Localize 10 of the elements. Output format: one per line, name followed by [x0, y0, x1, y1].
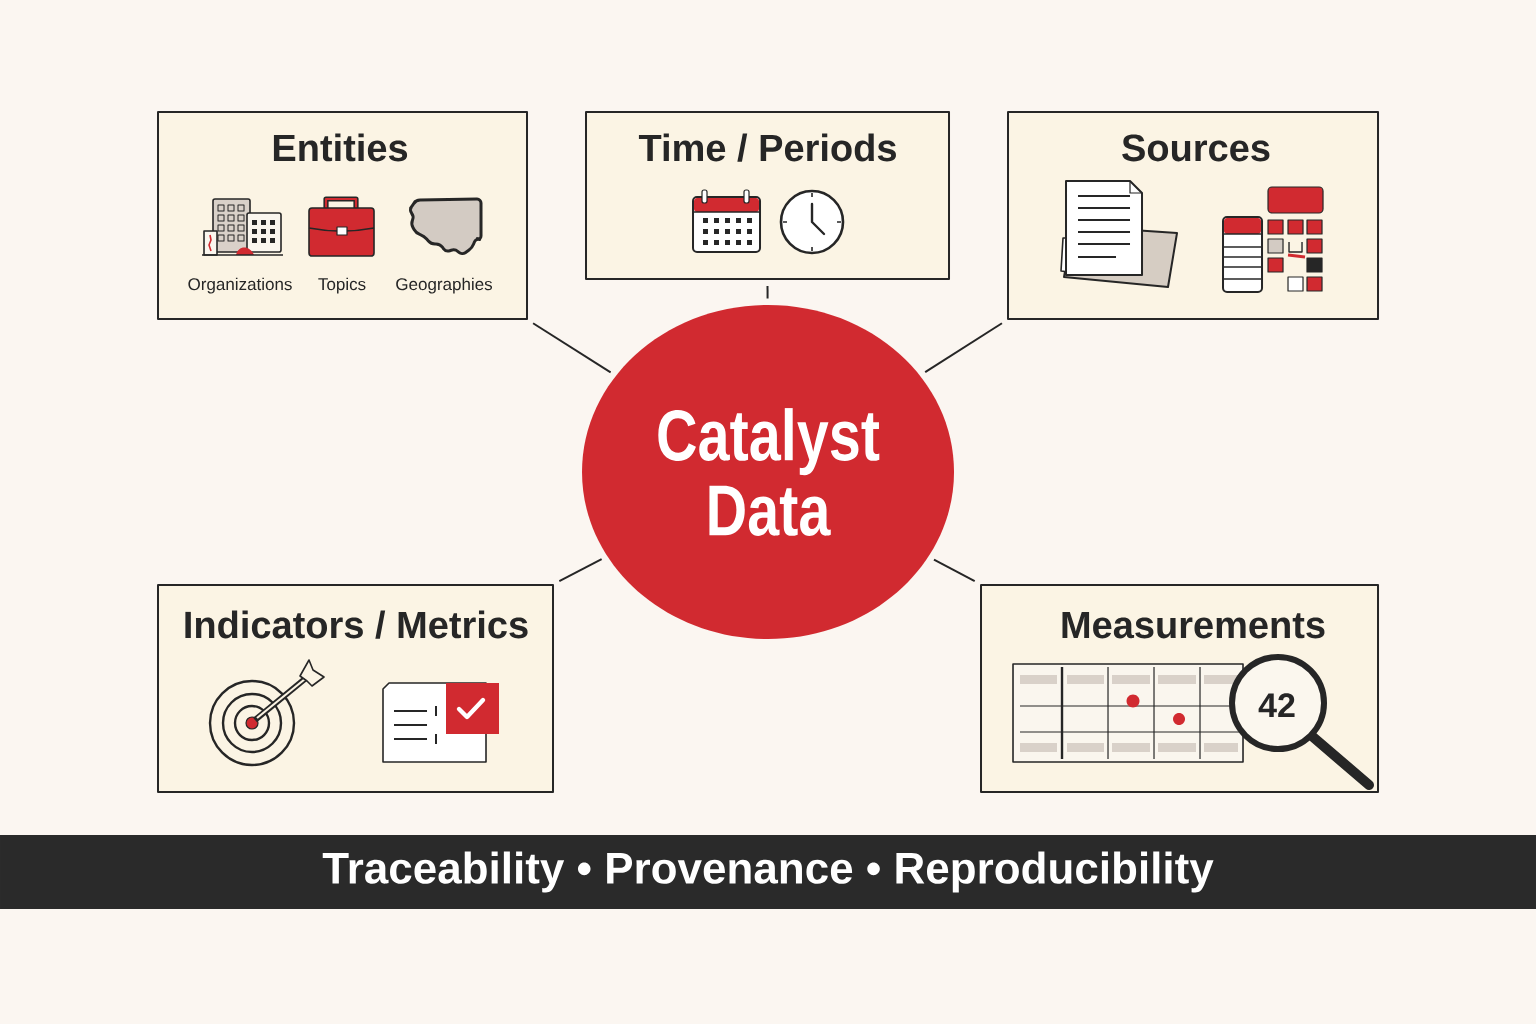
icon-caption: Organizations [188, 277, 292, 294]
connector-line [558, 558, 603, 583]
number-label: 42 [1258, 693, 1295, 717]
icon-caption: Geographies [396, 277, 493, 294]
connector-line [766, 285, 769, 300]
connector-line [924, 322, 1003, 374]
connector-line [932, 558, 976, 583]
footer-band: Traceability • Provenance • Reproducibility [0, 835, 1536, 909]
icon-caption: Topics [318, 277, 366, 294]
connector-line [532, 322, 612, 374]
